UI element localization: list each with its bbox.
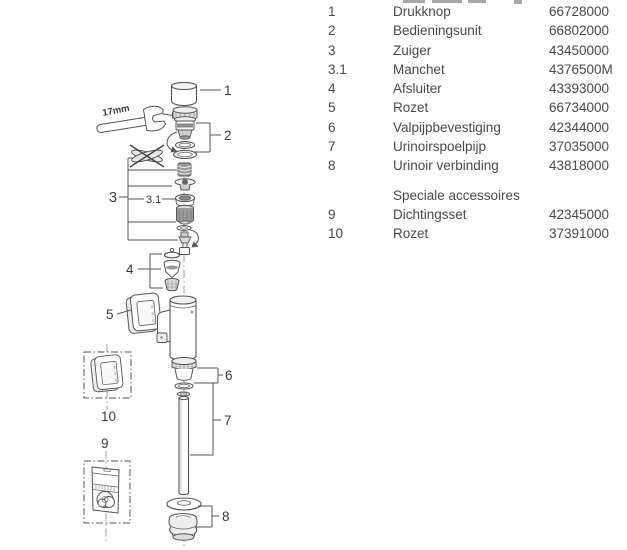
callout-7: 7 xyxy=(224,413,232,428)
part-name: Rozet xyxy=(393,226,429,242)
callout-bracket-6 xyxy=(194,367,223,384)
callout-bracket-4 xyxy=(138,253,163,289)
part-dichtingsset-bag xyxy=(91,466,120,514)
part-name: Drukknop xyxy=(393,4,451,19)
wrench-size-label: 17mm xyxy=(101,103,130,119)
part-number-pos: 2 xyxy=(328,23,336,39)
callout-line-5 xyxy=(116,309,132,315)
part-afsluiter xyxy=(163,247,181,292)
parts-row: 1 Drukknop 66728000 xyxy=(328,2,613,21)
callout-bracket-2 xyxy=(194,122,221,153)
part-number-pos: 8 xyxy=(328,158,336,174)
part-number-pos: 7 xyxy=(328,139,336,155)
parts-row: 8 Urinoir verbinding 43818000 xyxy=(328,156,613,175)
callout-9: 9 xyxy=(101,436,109,451)
part-code: 66734000 xyxy=(549,100,610,116)
callout-bracket-8 xyxy=(195,505,219,528)
part-bedieningsunit xyxy=(172,106,198,140)
accessory-box-9 xyxy=(83,460,131,524)
part-code: 66728000 xyxy=(549,4,610,19)
part-zuiger-stack xyxy=(174,162,196,255)
parts-list: 1 Drukknop 66728000 2 Bedieningsunit 6680200… xyxy=(328,2,613,244)
part-code: 43818000 xyxy=(549,158,610,174)
callout-10: 10 xyxy=(101,409,116,424)
callout-8: 8 xyxy=(222,509,230,524)
callout-2: 2 xyxy=(224,128,232,143)
special-accessories-header: Speciale accessoires xyxy=(328,186,613,205)
part-valpijpbevestiging xyxy=(171,357,197,397)
callout-6: 6 xyxy=(225,368,233,383)
parts-row: 3 Zuiger 43450000 xyxy=(328,41,613,60)
callout-1: 1 xyxy=(224,83,232,98)
part-code: 66802000 xyxy=(549,23,610,39)
part-name: Rozet xyxy=(393,100,429,116)
part-number-pos: 10 xyxy=(328,226,344,242)
part-name: Manchet xyxy=(393,61,445,77)
part-code: 4376500M xyxy=(549,61,613,77)
parts-row: 2 Bedieningsunit 66802000 xyxy=(328,21,613,40)
part-name: Dichtingsset xyxy=(393,206,467,222)
part-name: Urinoir verbinding xyxy=(393,158,499,174)
part-urinoirspoelpijp xyxy=(178,395,190,496)
parts-row: 7 Urinoirspoelpijp 37035000 xyxy=(328,137,613,156)
part-urinoir-verbinding xyxy=(166,497,202,541)
part-number-pos: 4 xyxy=(328,81,336,97)
wrench-icon xyxy=(96,105,167,133)
parts-row: 4 Afsluiter 43393000 xyxy=(328,79,613,98)
part-number-pos: 3.1 xyxy=(328,61,347,77)
part-rozet-5 xyxy=(125,292,163,335)
callout-4: 4 xyxy=(126,262,134,277)
part-code: 42344000 xyxy=(549,119,610,135)
part-name: Bedieningsunit xyxy=(393,23,482,39)
rotate-arrow-icon xyxy=(189,229,199,248)
part-drukknop xyxy=(170,81,198,107)
part-number-pos: 9 xyxy=(328,206,336,222)
exploded-diagram: 1 17mm 2 xyxy=(83,81,233,548)
parts-row: 6 Valpijpbevestiging 42344000 xyxy=(328,118,613,137)
callout-3-1: 3.1 xyxy=(146,194,161,206)
part-name: Valpijpbevestiging xyxy=(393,119,501,135)
part-code: 37391000 xyxy=(549,226,610,242)
part-number-pos: 5 xyxy=(328,100,336,116)
valve-body xyxy=(156,295,197,361)
part-2-o-rings xyxy=(172,141,198,160)
callout-5: 5 xyxy=(106,307,114,322)
part-code: 43393000 xyxy=(549,81,610,97)
part-name: Zuiger xyxy=(393,42,432,58)
part-code: 37035000 xyxy=(549,139,610,155)
callout-bracket-7 xyxy=(190,383,221,456)
part-name: Urinoirspoelpijp xyxy=(393,139,487,155)
parts-row: 9 Dichtingsset 42345000 xyxy=(328,205,613,224)
parts-row: 10 Rozet 37391000 xyxy=(328,224,613,243)
accessory-box-10 xyxy=(83,351,132,399)
rotate-arrow-icon xyxy=(166,131,178,153)
part-number-pos: 6 xyxy=(328,119,336,135)
part-code: 42345000 xyxy=(549,206,610,222)
section-title: Speciale accessoires xyxy=(393,187,520,203)
callout-3: 3 xyxy=(109,190,117,206)
parts-row: 5 Rozet 66734000 xyxy=(328,98,613,117)
part-number-pos: 3 xyxy=(328,42,336,58)
parts-row: 3.1 Manchet 4376500M xyxy=(328,60,613,79)
part-rozet-10 xyxy=(89,353,125,393)
part-code: 43450000 xyxy=(549,42,610,58)
part-name: Afsluiter xyxy=(393,81,442,97)
crossed-out-clip xyxy=(129,144,165,168)
part-number-pos: 1 xyxy=(328,4,336,19)
